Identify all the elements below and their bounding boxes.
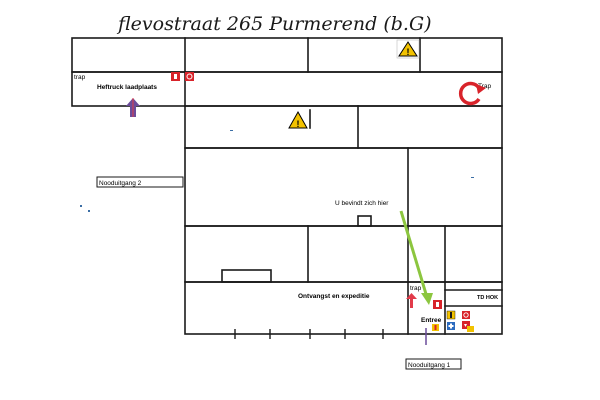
fire-extinguisher-icon [433,300,442,309]
warning-triangle-icon [467,326,474,332]
emergency-exit-1-label: Nooduitgang 1 [408,362,451,369]
label-receiving: Ontvangst en expeditie [298,293,370,300]
emergency-exit-2-label: Nooduitgang 2 [99,180,142,187]
first-aid-icon [447,322,455,330]
label-entrance: Entree [421,317,442,324]
row-3-rooms [184,105,503,149]
label-heftruck: Heftruck laadplaats [97,84,157,91]
fire-extinguisher-icon [171,72,180,81]
svg-text:!: ! [297,119,300,129]
walls [71,37,503,335]
label-trap-entrance: trap [410,285,422,292]
label-td-hok: TD HOK [477,295,498,301]
u-turn-arrow-icon [458,81,486,106]
label-you-are-here: U bevindt zich hier [335,200,389,207]
entrance-stair-arrow [406,293,427,345]
fire-extinguisher-icon [432,324,439,331]
fire-hose-icon [185,72,194,81]
emergency-exit-1-box [405,358,462,370]
emergency-exit-2-box [96,176,184,188]
row-5-rooms [184,225,503,283]
loading-entry-arrow [126,98,140,117]
door-marks [234,329,384,339]
first-aid-icon [446,310,456,320]
warning-triangle-icon: ! [288,110,308,129]
aed-icon [462,321,470,329]
svg-text:!: ! [407,47,410,57]
receiving-area [184,281,503,335]
label-trap-left: trap [74,74,86,81]
main-hall [184,147,503,227]
plan-title: flevostraat 265 Purmerend (b.G) [116,13,432,35]
top-rooms [71,37,503,73]
label-trap-right: Trap [478,83,492,90]
you-are-here-arrow-icon [399,210,433,305]
warning-triangle-icon: ! [396,39,420,59]
drawing-marks [80,130,474,212]
fire-hose-icon [462,311,470,319]
